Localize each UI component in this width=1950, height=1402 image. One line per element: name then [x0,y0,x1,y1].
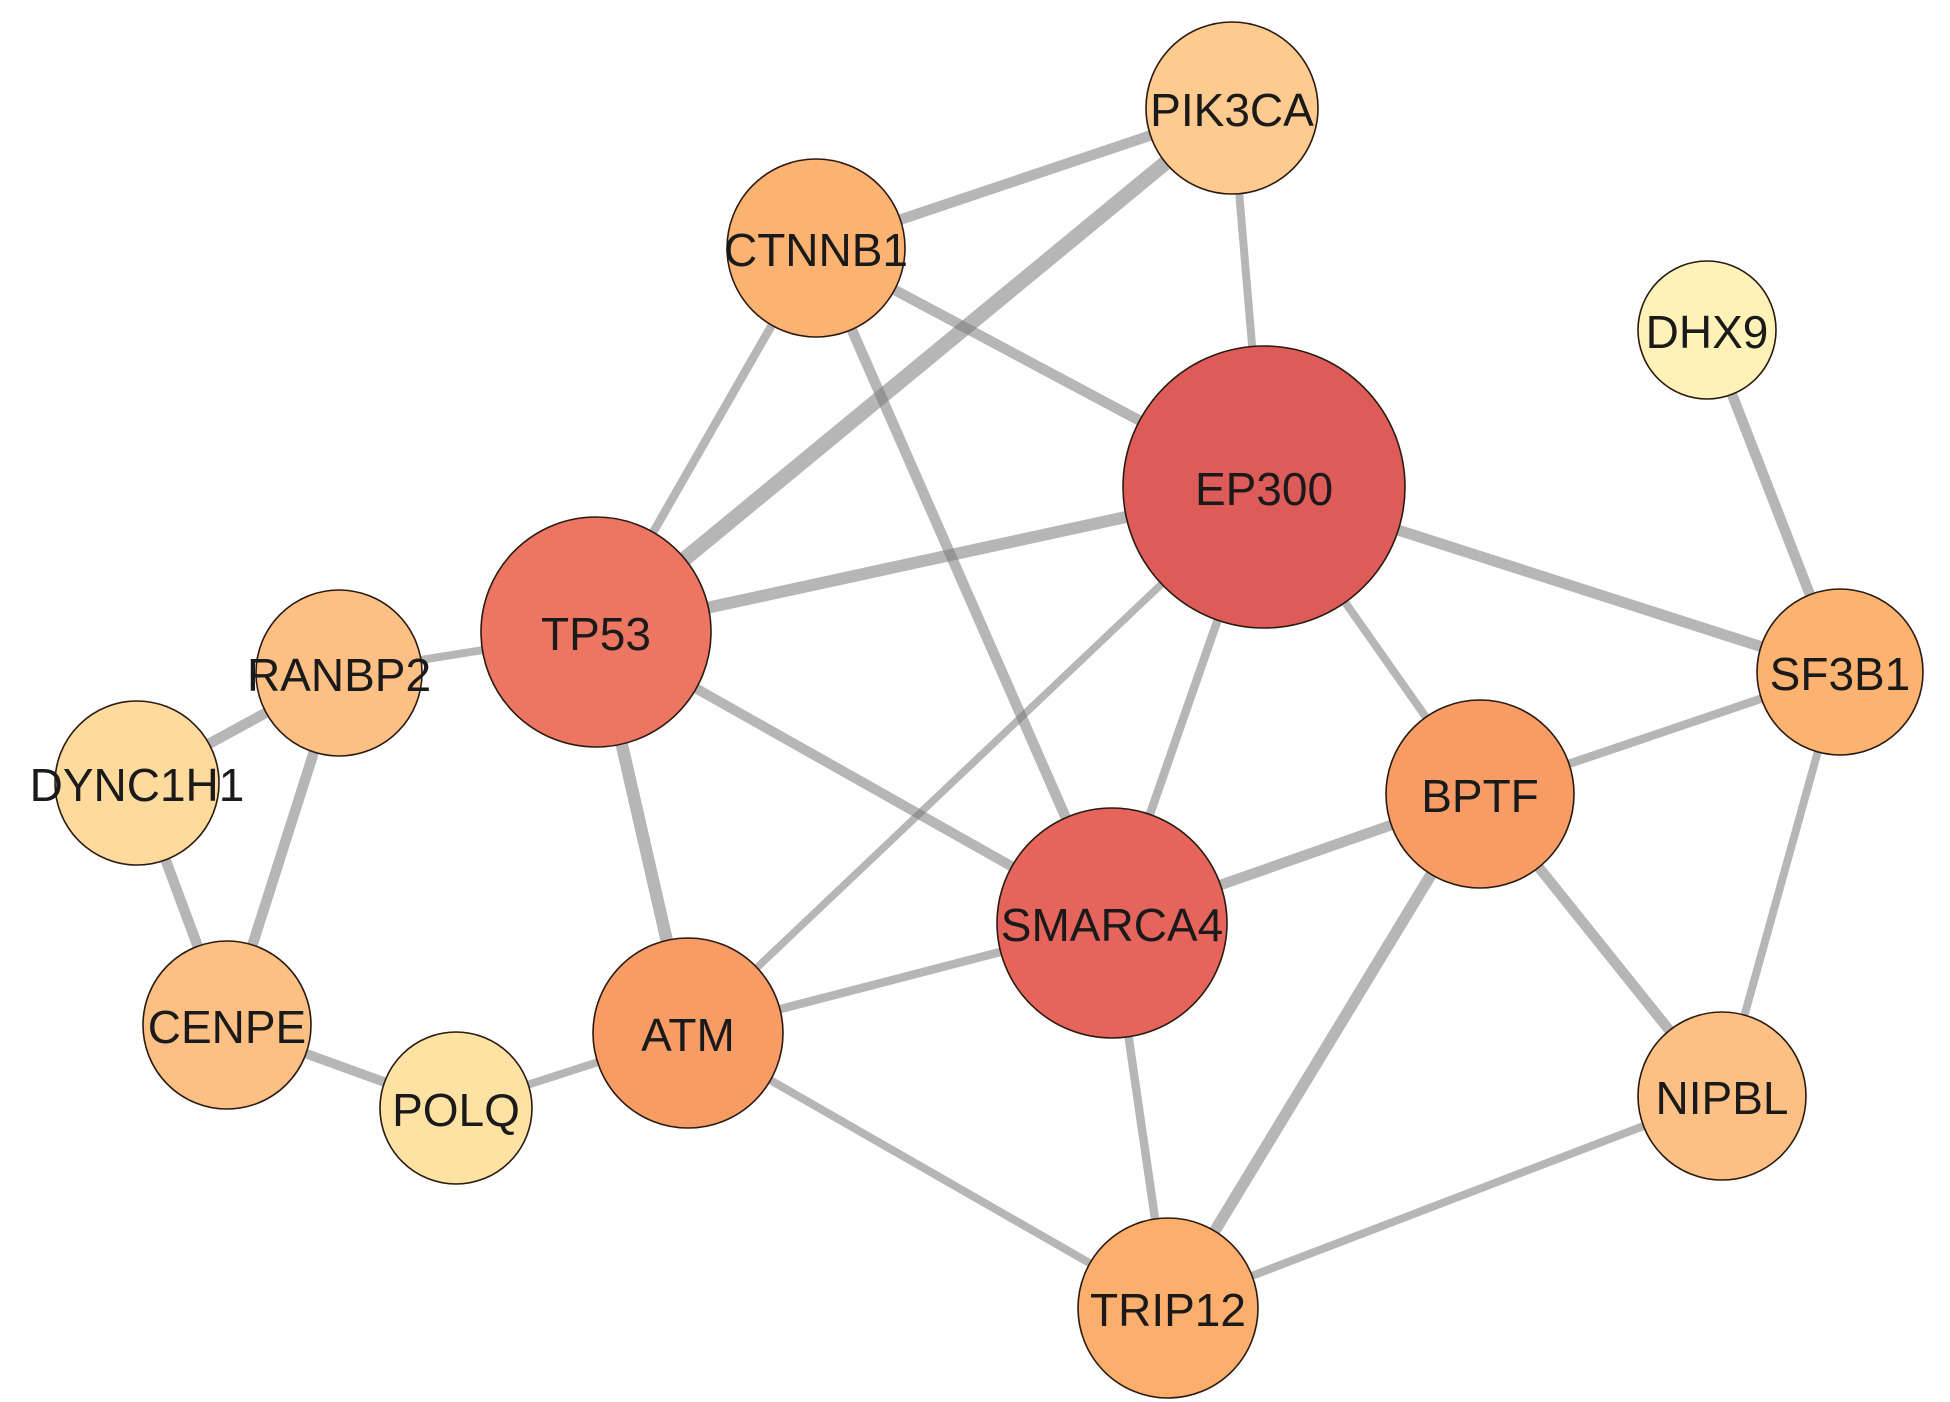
node-label-dhx9: DHX9 [1646,306,1769,358]
node-label-ranbp2: RANBP2 [247,649,431,701]
node-ranbp2: RANBP2 [247,589,431,757]
node-sf3b1: SF3B1 [1756,588,1924,756]
node-circle-polq [379,1031,533,1185]
node-pik3ca: PIK3CA [1145,21,1319,195]
node-circle-trip12 [1077,1217,1259,1399]
edge-nipbl-trip12 [1166,1092,1724,1312]
edge-ctnnb1-smarca4 [811,245,1117,926]
node-ctnnb1: CTNNB1 [724,158,908,338]
node-circle-tp53 [480,516,712,748]
edge-bptf-trip12 [1163,791,1485,1311]
node-label-atm: ATM [641,1009,735,1061]
node-label-trip12: TRIP12 [1090,1284,1246,1336]
node-polq: POLQ [379,1031,533,1185]
node-ep300: EP300 [1122,345,1406,629]
node-dhx9: DHX9 [1637,260,1777,400]
node-smarca4: SMARCA4 [996,807,1228,1039]
node-label-nipbl: NIPBL [1656,1072,1789,1124]
node-circle-smarca4 [996,807,1228,1039]
node-label-bptf: BPTF [1421,770,1539,822]
node-trip12: TRIP12 [1077,1217,1259,1399]
node-circle-cenpe [142,940,312,1110]
node-circle-ep300 [1122,345,1406,629]
node-cenpe: CENPE [142,940,312,1110]
node-label-pik3ca: PIK3CA [1150,84,1314,136]
node-label-sf3b1: SF3B1 [1770,648,1911,700]
node-circle-ctnnb1 [726,158,906,338]
node-circle-sf3b1 [1756,588,1924,756]
node-nipbl: NIPBL [1637,1011,1807,1181]
node-circle-atm [592,937,784,1129]
node-label-tp53: TP53 [541,608,651,660]
node-atm: ATM [592,937,784,1129]
edge-pik3ca-tp53 [591,102,1237,638]
node-circle-nipbl [1637,1011,1807,1181]
node-circle-dhx9 [1637,260,1777,400]
node-circle-bptf [1385,699,1575,889]
node-circle-pik3ca [1145,21,1319,195]
node-label-ctnnb1: CTNNB1 [724,224,908,276]
node-bptf: BPTF [1385,699,1575,889]
node-label-smarca4: SMARCA4 [1001,899,1223,951]
node-label-cenpe: CENPE [148,1001,306,1053]
node-dync1h1: DYNC1H1 [30,700,245,866]
node-label-polq: POLQ [392,1084,520,1136]
node-circle-ranbp2 [255,589,423,757]
node-circle-dync1h1 [54,700,220,866]
node-tp53: TP53 [480,516,712,748]
node-label-ep300: EP300 [1195,463,1333,515]
node-label-dync1h1: DYNC1H1 [30,759,245,811]
